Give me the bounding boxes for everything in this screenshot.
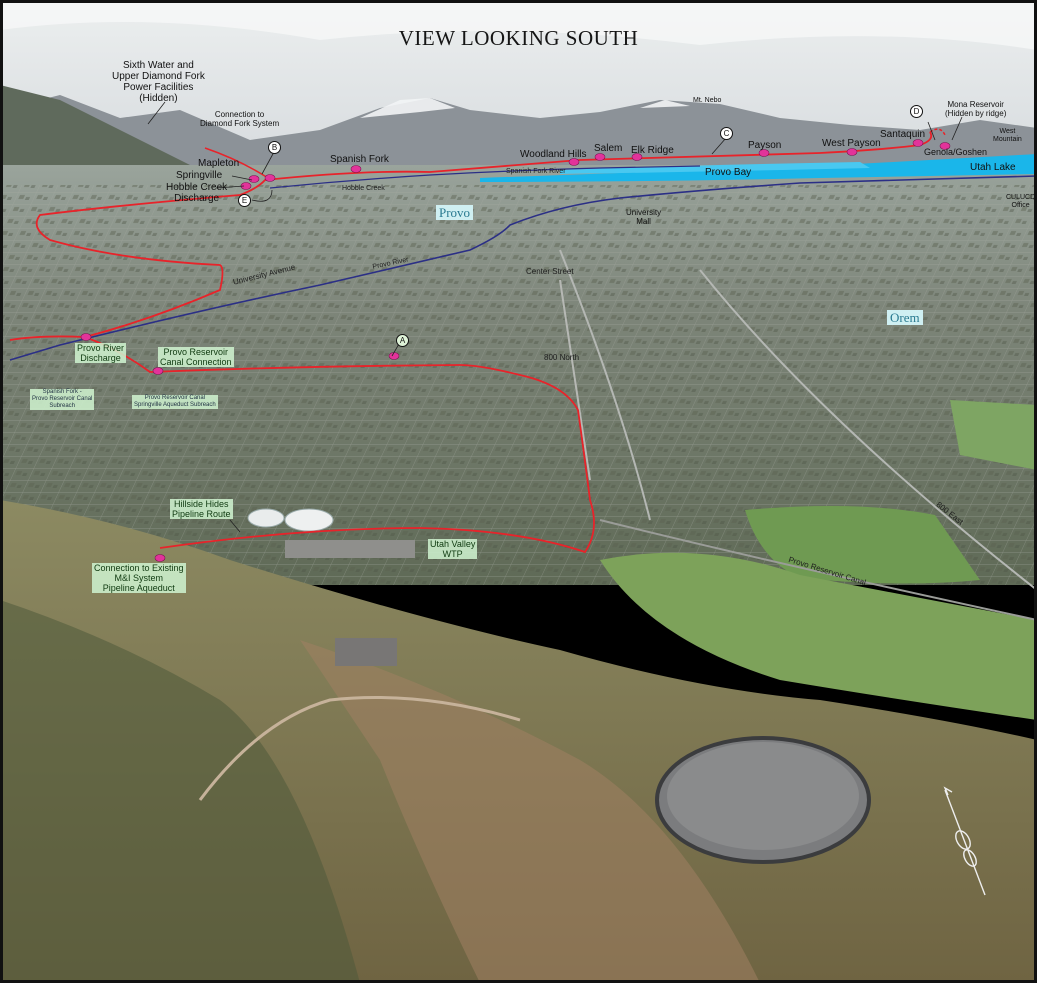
label-spanish-fork-subreach: Spanish Fork - Provo Reservoir Canal Sub… [30,389,95,410]
node-woodland-hills [568,158,580,166]
access-road [198,696,521,801]
wtp-tank-2 [284,508,334,532]
pipeline-diamond-fork [204,147,269,179]
pipeline-nodes [80,139,951,562]
label-mapleton: Mapleton [198,158,240,169]
label-west-payson: West Payson [822,138,881,149]
mountain-range [0,95,1037,170]
node-a [388,352,400,360]
hill-shadow [0,600,360,983]
leader-lines [147,101,963,533]
label-utah-lake: Utah Lake [970,162,1016,173]
provo-river-line [9,175,1037,361]
label-culucd-office: CULUCD Office [1006,194,1036,209]
node-canal-connection [152,367,164,375]
map-title: VIEW LOOKING SOUTH [398,26,639,50]
pipeline-route [9,131,933,554]
cemetery-field [745,506,980,584]
label-provo-river-discharge: Provo River Discharge [75,343,127,363]
marker-e: E [238,194,251,207]
label-hobble-creek: Hobble Creek [342,185,385,192]
node-mapleton [248,175,260,183]
label-provo-bay: Provo Bay [705,167,752,178]
snow-caps [360,98,690,118]
label-santaquin: Santaquin [880,129,926,140]
node-salem [594,153,606,161]
800-east-road [559,249,1037,591]
label-utah-valley-wtp: Utah Valley WTP [428,539,478,559]
utah-lake [480,154,1037,182]
wtp-tank-1 [247,508,285,528]
label-woodland-hills: Woodland Hills [520,149,587,160]
label-hobble-creek-discharge: Hobble Creek Discharge [166,182,228,204]
marker-d: D [910,105,923,118]
north-arrow [943,786,986,896]
field-right [600,552,1037,720]
city-provo: Provo [436,205,474,220]
label-center-street: Center Street [526,267,574,276]
label-connection-diamond-fork: Connection to Diamond Fork System [200,110,280,128]
label-payson: Payson [748,140,782,151]
hobble-creek-line [269,165,701,189]
tank-top-highlight [667,742,859,850]
label-spanish-fork-river: Spanish Fork River [506,168,566,175]
node-provo-discharge [80,333,92,341]
label-elk-ridge: Elk Ridge [631,145,674,156]
provo-bay [560,162,870,174]
wtp-buildings [285,540,415,558]
label-springville: Springville [176,170,223,181]
label-west-mountain: West Mountain [993,128,1022,143]
cloud-bank [0,0,1037,50]
node-genola [939,142,951,150]
bare-slope [300,640,760,983]
label-canal-connection: Provo Reservoir Canal Connection [158,347,234,367]
label-genola-goshen: Genola/Goshen [924,147,988,157]
label-canal-aqueduct-subreach: Provo Reservoir Canal Springville Aquedu… [132,395,218,409]
label-salem: Salem [594,143,623,154]
label-mona-reservoir: Mona Reservoir (Hidden by ridge) [945,100,1007,118]
label-connection-mi-system: Connection to Existing M&I System Pipeli… [92,563,186,593]
node-elk-ridge [631,153,643,161]
node-west-payson [846,148,858,156]
label-spanish-fork: Spanish Fork [330,154,389,165]
label-mt-nebo: Mt. Nebo [693,97,722,104]
marker-b: B [268,141,281,154]
node-spanish-fork [350,165,362,173]
label-sixth-water: Sixth Water and Upper Diamond Fork Power… [112,60,205,104]
node-springville [264,174,276,182]
canal-road [599,519,1037,621]
marker-c: C [720,127,733,140]
node-connection-mi [154,554,166,562]
label-university-mall: University Mall [626,208,662,226]
node-santaquin [912,139,924,147]
field-far-right [950,400,1037,470]
label-hillside-hides: Hillside Hides Pipeline Route [170,499,233,519]
pump-building [335,638,397,666]
city-orem: Orem [887,310,923,325]
label-800-north: 800 North [544,353,580,362]
node-payson [758,149,770,157]
center-street-road [559,279,591,481]
marker-a: A [396,334,409,347]
